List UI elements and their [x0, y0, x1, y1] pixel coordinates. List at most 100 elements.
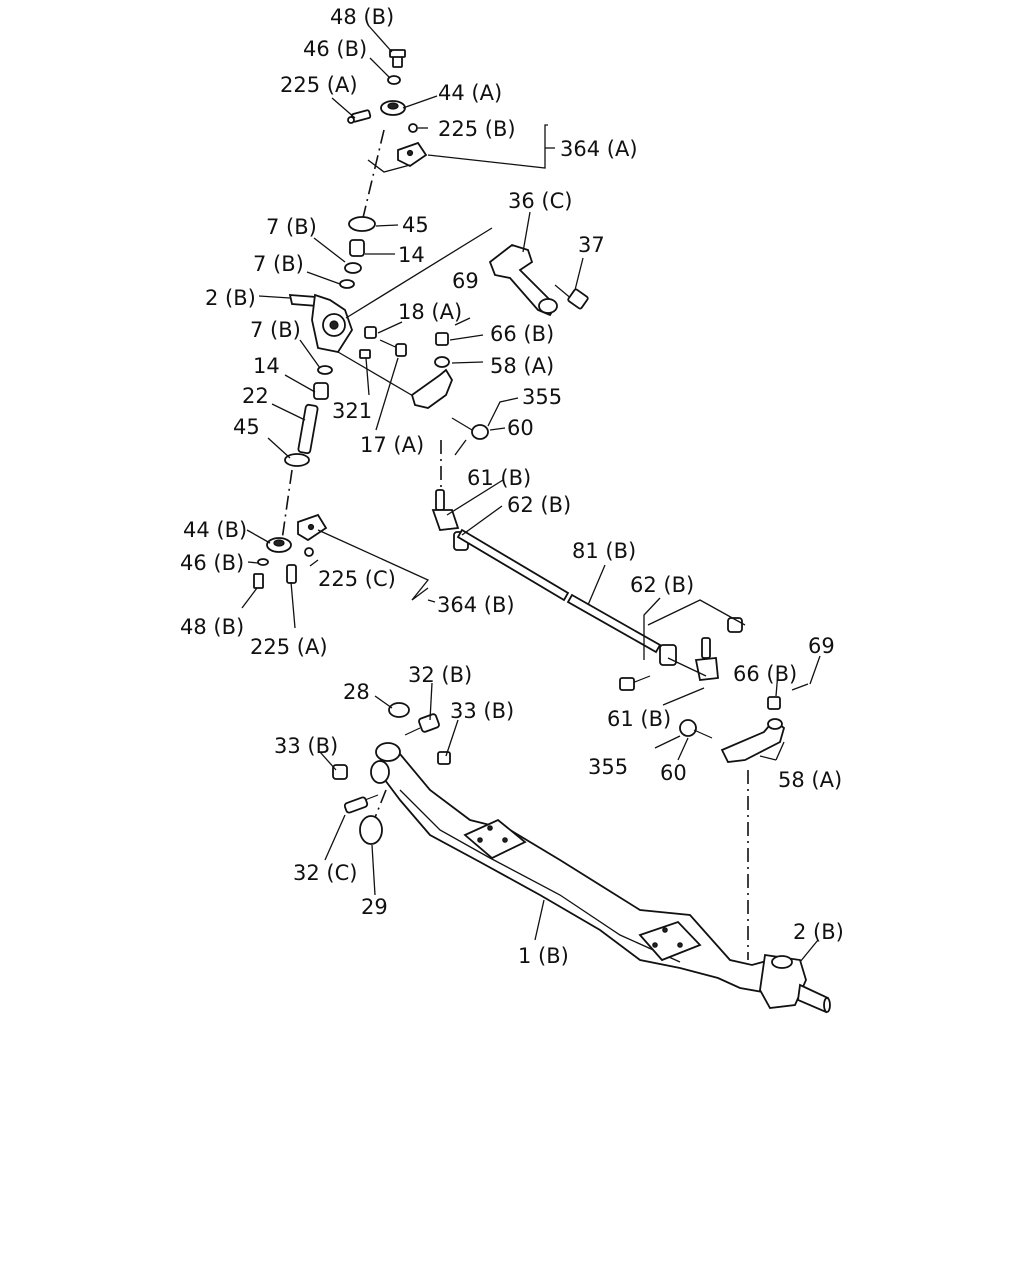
lower-kingpin-group	[253, 365, 333, 589]
kingpin-22	[297, 403, 319, 455]
grease-nipple-225a-top	[347, 109, 372, 124]
bolt-60-bottom	[679, 719, 713, 739]
label-62b-bottom: 62 (B)	[630, 573, 694, 597]
ball-joint-61b-bottom	[694, 637, 719, 681]
axle-beam-1b	[370, 742, 792, 997]
bolt-37	[554, 284, 589, 310]
bushing-29	[359, 815, 383, 845]
label-46b-bottom: 46 (B)	[180, 551, 244, 575]
shim-7b-3	[317, 365, 333, 375]
label-364b: 364 (B)	[437, 593, 515, 617]
washer-46b-top	[387, 75, 401, 85]
tie-rod-assembly	[431, 489, 746, 691]
pin-32c	[343, 794, 379, 814]
bushing-14-bottom	[313, 382, 329, 400]
label-45-bottom: 45	[233, 415, 260, 439]
label-28: 28	[343, 680, 370, 704]
label-69-bottom: 69	[808, 634, 835, 658]
nut-33b-right	[437, 751, 451, 765]
label-45-top: 45	[402, 213, 429, 237]
label-81b: 81 (B)	[572, 539, 636, 563]
label-60-bottom: 60	[660, 761, 687, 785]
washer-46b-bottom	[257, 558, 269, 566]
label-7b-3: 7 (B)	[250, 318, 301, 342]
label-44b: 44 (B)	[183, 518, 247, 542]
cap-44b	[266, 537, 292, 553]
nut-66b-bottom	[767, 696, 781, 710]
steering-knuckle-left	[288, 293, 421, 401]
label-66b-bottom: 66 (B)	[733, 662, 797, 686]
cotter-pin-69-top	[454, 317, 471, 326]
steering-arm-36c	[488, 244, 589, 317]
cotter-pin-69-bottom	[791, 683, 809, 691]
label-48b-bottom: 48 (B)	[180, 615, 244, 639]
ball-joint-61b-top	[431, 489, 460, 531]
tie-rod-arm-58a-top	[359, 317, 489, 440]
shim-7b-2	[339, 279, 355, 289]
label-37: 37	[578, 233, 605, 257]
label-62b-top: 62 (B)	[507, 493, 571, 517]
label-355-top: 355	[522, 385, 562, 409]
label-61b-top: 61 (B)	[467, 466, 531, 490]
steering-knuckle-right	[759, 953, 831, 1014]
label-355-bottom: 355	[588, 755, 628, 779]
nut-33b-left	[332, 764, 348, 780]
nut-66b-top	[435, 332, 449, 346]
label-46b-top: 46 (B)	[303, 37, 367, 61]
cover-364a	[397, 123, 428, 168]
label-58a-top: 58 (A)	[490, 354, 554, 378]
label-225b: 225 (B)	[438, 117, 516, 141]
label-225c: 225 (C)	[318, 567, 396, 591]
label-17a: 17 (A)	[360, 433, 424, 457]
label-14-bottom: 14	[253, 354, 280, 378]
label-36c: 36 (C)	[508, 189, 572, 213]
shim-7b-1	[344, 262, 362, 274]
washer-28	[388, 702, 410, 718]
bolt-48b-top	[389, 49, 406, 68]
label-60-top: 60	[507, 416, 534, 440]
label-32c: 32 (C)	[293, 861, 357, 885]
label-1b: 1 (B)	[518, 944, 569, 968]
label-14-top: 14	[398, 243, 425, 267]
label-22: 22	[242, 384, 269, 408]
label-33b-right: 33 (B)	[450, 699, 514, 723]
label-321: 321	[332, 399, 372, 423]
clamp-bolt	[619, 675, 651, 691]
label-18a: 18 (A)	[398, 300, 462, 324]
bolt-60-top	[451, 417, 489, 440]
nut-18a	[364, 326, 377, 339]
label-29: 29	[361, 895, 388, 919]
grease-nipple-225c	[304, 547, 314, 557]
pin-32b	[404, 713, 440, 736]
clamp-62b-bottom	[659, 644, 677, 666]
cap-44a	[380, 100, 406, 116]
grease-nipple-225a-bottom	[286, 564, 297, 584]
label-7b-1: 7 (B)	[266, 215, 317, 239]
label-2b-top: 2 (B)	[205, 286, 256, 310]
label-48b-top: 48 (B)	[330, 5, 394, 29]
left-axle-end-fittings	[332, 702, 451, 845]
label-32b: 32 (B)	[408, 663, 472, 687]
leader-lines	[241, 24, 821, 963]
label-7b-2: 7 (B)	[253, 252, 304, 276]
tie-rod-81b	[456, 528, 662, 654]
label-364a: 364 (A)	[560, 137, 638, 161]
label-2b-bottom: 2 (B)	[793, 920, 844, 944]
bolt-17a	[379, 339, 407, 357]
label-66b-top: 66 (B)	[490, 322, 554, 346]
bushing-14-top	[349, 239, 365, 257]
upper-kingpin-cover-group	[339, 49, 428, 289]
label-61b-bottom: 61 (B)	[607, 707, 671, 731]
label-225a-top: 225 (A)	[280, 73, 358, 97]
gasket-45-top	[348, 216, 376, 232]
bolt-48b-bottom	[253, 573, 264, 589]
tie-rod-arm-58a-bottom	[679, 683, 809, 763]
label-44a: 44 (A)	[438, 81, 502, 105]
label-33b-left: 33 (B)	[274, 734, 338, 758]
label-58a-bottom: 58 (A)	[778, 768, 842, 792]
key-321	[359, 349, 371, 359]
part-labels: 48 (B) 46 (B) 225 (A) 44 (A) 225 (B) 364…	[180, 5, 844, 968]
cover-364b	[297, 513, 328, 542]
label-225a-bottom: 225 (A)	[250, 635, 328, 659]
